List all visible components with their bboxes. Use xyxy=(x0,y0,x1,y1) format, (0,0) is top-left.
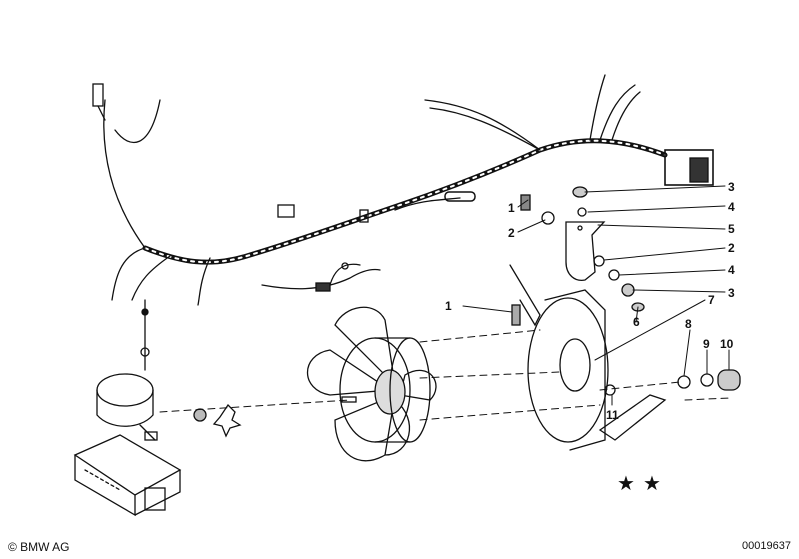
fan-blades xyxy=(306,306,437,462)
callout-4b: 4 xyxy=(728,263,735,277)
callout-2b: 2 xyxy=(728,241,735,255)
document-number: 00019637 xyxy=(742,540,791,552)
wiring-harness xyxy=(103,74,668,306)
callout-11: 11 xyxy=(606,408,619,422)
callout-4: 4 xyxy=(728,200,735,214)
connecting-cable xyxy=(261,262,381,292)
star-marker-2: ★ xyxy=(643,473,661,495)
terminal-connector xyxy=(92,83,295,218)
fan-shroud xyxy=(509,264,667,451)
callout-5: 5 xyxy=(728,222,735,236)
hardware xyxy=(193,186,741,438)
copyright-notice: © BMW AG xyxy=(8,540,70,554)
callout-3b: 3 xyxy=(728,286,735,300)
callout-8: 8 xyxy=(685,317,692,331)
callout-10: 10 xyxy=(720,337,734,351)
fan-motor xyxy=(339,337,431,443)
callout-1: 1 xyxy=(508,201,515,215)
control-unit xyxy=(73,434,182,517)
callout-3: 3 xyxy=(728,180,735,194)
callout-9: 9 xyxy=(703,337,710,351)
callout-2: 2 xyxy=(508,226,515,240)
callout-1b: 1 xyxy=(445,299,452,313)
mounting-bracket xyxy=(565,221,606,281)
assembly-lines xyxy=(159,329,731,421)
harness-connector xyxy=(664,149,714,186)
callout-labels: 1 2 3 4 5 2 4 3 7 1 6 8 9 10 11 xyxy=(445,180,735,422)
star-marker-1: ★ xyxy=(617,473,635,495)
leader-lines xyxy=(462,185,730,406)
callout-6: 6 xyxy=(633,315,640,329)
relay xyxy=(96,299,158,441)
callout-7: 7 xyxy=(708,293,715,307)
